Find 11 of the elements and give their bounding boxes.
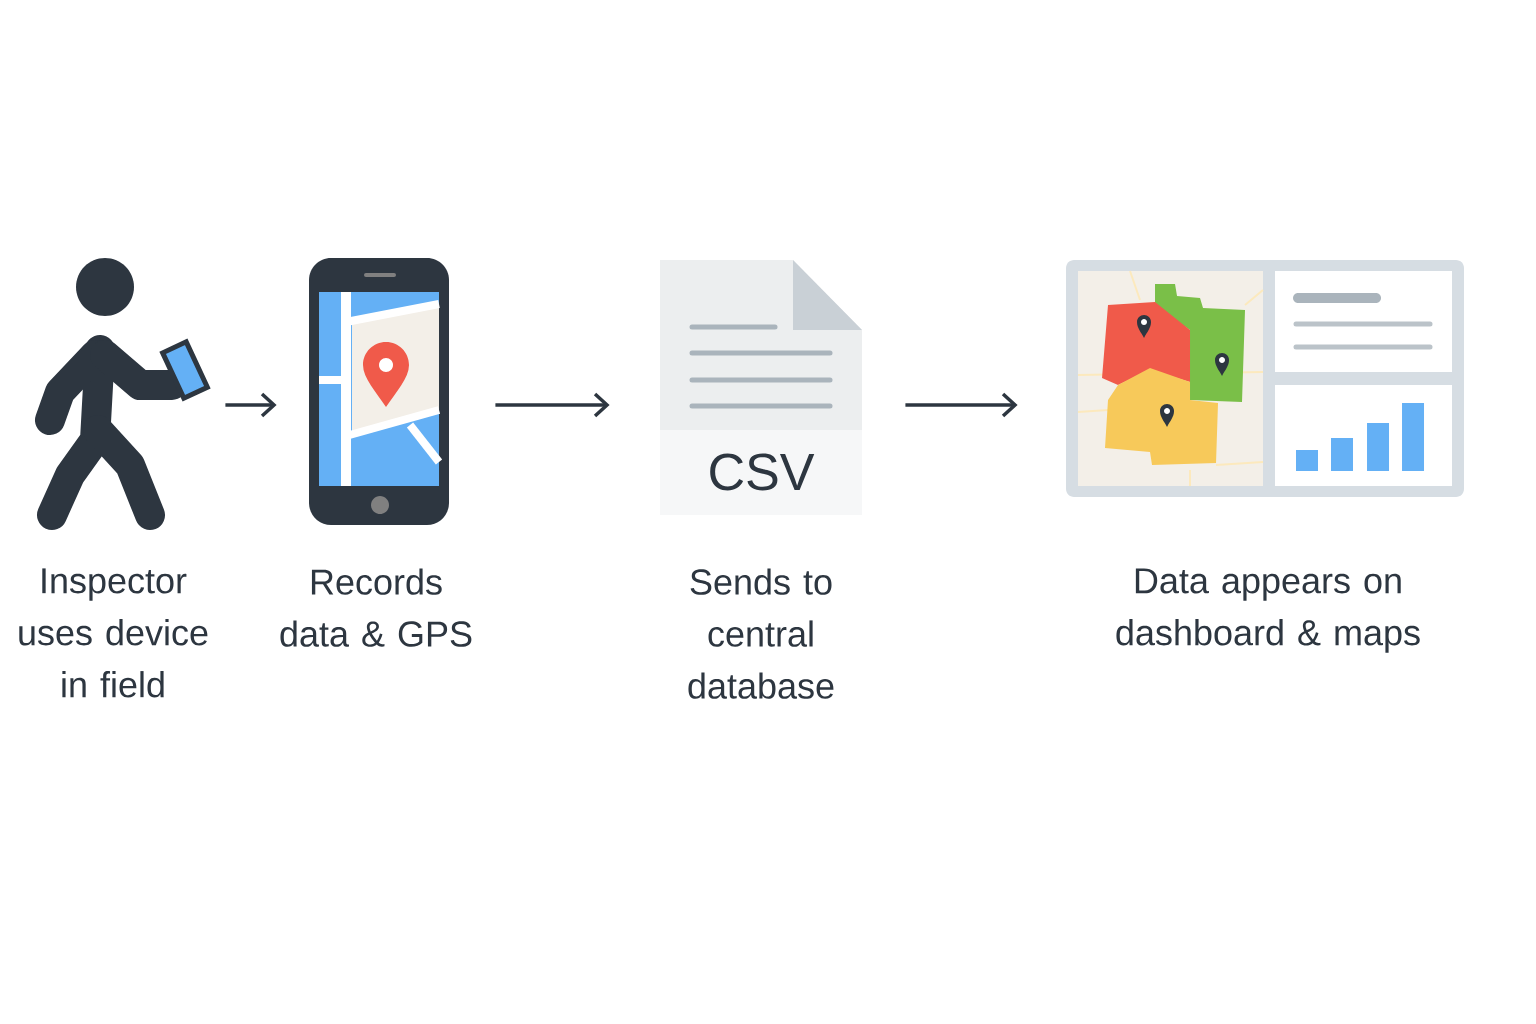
caption-text: Records data & GPS: [280, 568, 472, 647]
caption-text: Sends to central database: [688, 568, 834, 699]
smartphone-drawing: [309, 258, 449, 525]
file-type-label: CSV: [710, 453, 815, 491]
dashboard-drawing: [1066, 260, 1464, 497]
arrow: [495, 392, 610, 418]
arrow: [905, 392, 1018, 418]
caption-text: Data appears on dashboard & maps: [1116, 568, 1420, 653]
arrow: [225, 392, 277, 418]
caption-text: Inspector uses device in field: [19, 568, 208, 698]
walking-person-drawing: [35, 258, 211, 530]
